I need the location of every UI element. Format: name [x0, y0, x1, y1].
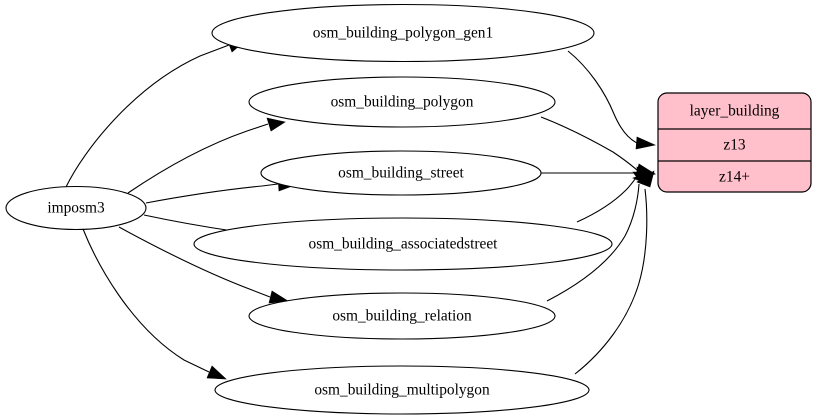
record-node-layer_building[interactable]: layer_building z13 z14+ — [657, 92, 812, 193]
record-row-z13[interactable]: z13 — [723, 137, 746, 154]
node-label-osm_building_street: osm_building_street — [338, 165, 464, 182]
node-label-osm_building_polygon: osm_building_polygon — [331, 94, 474, 111]
node-osm_building_multipolygon[interactable]: osm_building_multipolygon — [214, 365, 590, 415]
node-osm_building_relation[interactable]: osm_building_relation — [248, 292, 556, 340]
node-label-osm_building_polygon_gen1: osm_building_polygon_gen1 — [313, 25, 493, 42]
edge-imposm3-to-osm_building_relation[interactable] — [118, 226, 289, 304]
node-osm_building_street[interactable]: osm_building_street — [260, 150, 542, 196]
node-osm_building_polygon_gen1[interactable]: osm_building_polygon_gen1 — [211, 3, 595, 63]
node-group-tables: osm_building_polygon_gen1 osm_building_p… — [5, 3, 613, 415]
node-osm_building_polygon[interactable]: osm_building_polygon — [248, 76, 556, 128]
node-label-osm_building_multipolygon: osm_building_multipolygon — [314, 382, 490, 399]
edge-osm_building_multipolygon-to-z14plus[interactable] — [574, 170, 655, 375]
node-label-imposm3: imposm3 — [47, 200, 105, 217]
record-row-z14plus[interactable]: z14+ — [719, 169, 750, 186]
record-background — [657, 92, 812, 193]
edge-imposm3-to-osm_building_polygon_gen1[interactable] — [65, 38, 247, 188]
edge-imposm3-to-osm_building_multipolygon[interactable] — [82, 228, 227, 380]
record-row-title: layer_building — [690, 103, 780, 120]
edge-imposm3-to-osm_building_polygon[interactable] — [127, 117, 286, 194]
edge-group-tables-to-layer — [540, 50, 656, 375]
node-imposm3[interactable]: imposm3 — [5, 185, 147, 231]
node-label-osm_building_associatedstreet: osm_building_associatedstreet — [309, 236, 499, 253]
edge-osm_building_polygon_gen1-to-z13[interactable] — [567, 50, 656, 150]
node-osm_building_associatedstreet[interactable]: osm_building_associatedstreet — [193, 217, 613, 271]
node-label-osm_building_relation: osm_building_relation — [332, 308, 472, 325]
